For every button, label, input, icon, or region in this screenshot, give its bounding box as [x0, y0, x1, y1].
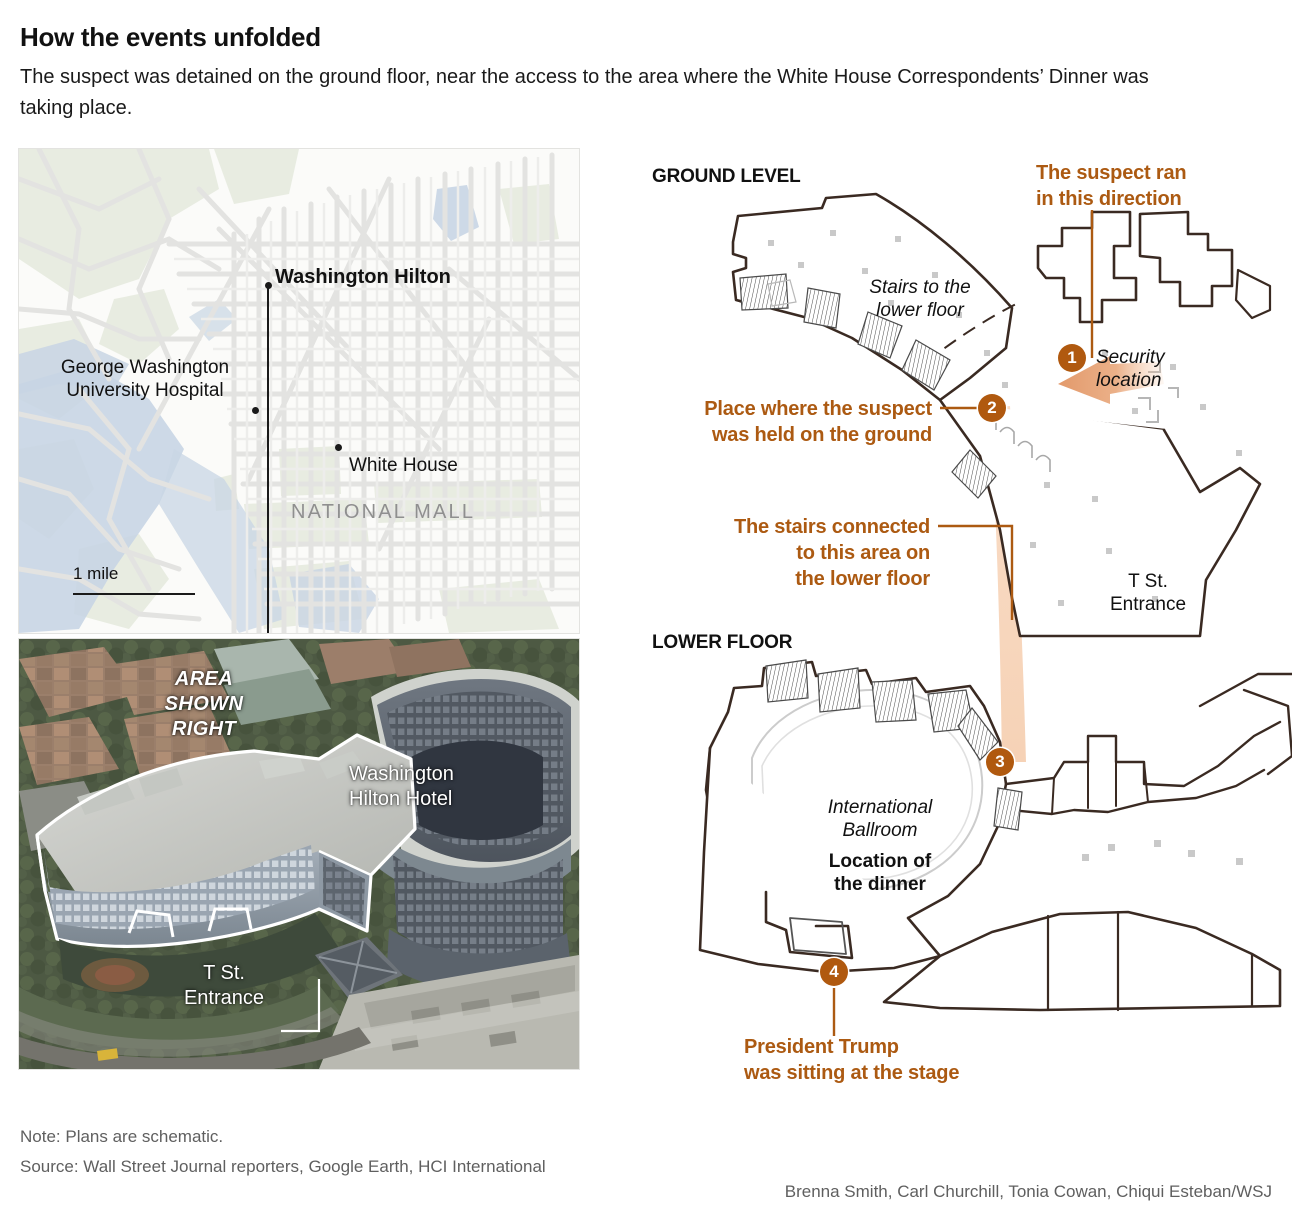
aerial-photo-graphic	[19, 639, 579, 1069]
footer-note: Note: Plans are schematic.	[20, 1127, 224, 1146]
marker-4-trump-stage[interactable]: 4	[820, 958, 848, 986]
left-column: Washington Hilton George Washington Univ…	[18, 148, 580, 1070]
callout-suspect-ran-line2: in this direction	[1036, 188, 1182, 210]
plan-label-international-ballroom: International Ballroom	[770, 796, 990, 842]
map-dot-white-house	[335, 444, 342, 451]
footer-notes: Note: Plans are schematic. Source: Wall …	[20, 1122, 546, 1182]
map-dot-washington-hilton	[265, 282, 272, 289]
map-label-gwu-hospital-line1: George Washington	[60, 357, 230, 378]
photo-label-hotel-line1: Washington	[349, 763, 454, 785]
callout-stairs-line2: to this area on	[796, 542, 930, 564]
footer-source: Source: Wall Street Journal reporters, G…	[20, 1157, 546, 1176]
photo-label-tst-line2: Entrance	[183, 987, 265, 1009]
floor-plans-graphic	[698, 192, 1292, 1036]
plan-label-dinner-line1: Location of	[828, 851, 932, 872]
plan-label-tst-line2: Entrance	[1109, 594, 1187, 615]
aerial-photo[interactable]: AREA SHOWN RIGHT Washington Hilton Hotel…	[18, 638, 580, 1070]
photo-label-area-line2: SHOWN	[164, 693, 244, 715]
photo-label-tst-line1: T St.	[203, 962, 245, 984]
photo-label-area-line1: AREA	[174, 668, 234, 690]
map-label-washington-hilton: Washington Hilton	[275, 266, 451, 288]
map-scale-bar	[73, 593, 195, 595]
plan-label-stairs-line1: Stairs to the	[869, 277, 971, 298]
plan-label-stairs-to-lower: Stairs to the lower floor	[840, 276, 1000, 322]
map-scale-label: 1 mile	[73, 564, 119, 583]
page-title: How the events unfolded	[20, 22, 321, 52]
locator-map-graphic	[19, 149, 579, 633]
plan-label-dinner-location: Location of the dinner	[770, 850, 990, 896]
callout-trump-line2: was sitting at the stage	[744, 1062, 960, 1084]
plan-label-tst-line1: T St.	[1128, 571, 1168, 592]
marker-1-security-location[interactable]: 1	[1058, 344, 1086, 372]
marker-2-suspect-held[interactable]: 2	[978, 394, 1006, 422]
callout-suspect-ran: The suspect ran in this direction	[1036, 160, 1187, 212]
plan-label-t-st-entrance: T St. Entrance	[1088, 570, 1208, 616]
right-column: GROUND LEVEL The suspect ran in this dir…	[640, 150, 1292, 1110]
page-subtitle: The suspect was detained on the ground f…	[20, 66, 1149, 119]
plan-label-ballroom-line1: International	[827, 797, 933, 818]
callout-stairs-line3: the lower floor	[795, 568, 930, 590]
plan-label-ballroom-line2: Ballroom	[842, 820, 918, 841]
callout-stairs-connected: The stairs connected to this area on the…	[640, 514, 930, 592]
photo-label-area-line3: RIGHT	[171, 718, 237, 740]
plan-label-security-location: Security location	[1096, 346, 1165, 392]
plan-label-dinner-line2: the dinner	[834, 874, 926, 895]
ground-level-title: GROUND LEVEL	[652, 166, 801, 187]
locator-map[interactable]: Washington Hilton George Washington Univ…	[18, 148, 580, 634]
map-dot-gwu-hospital	[252, 407, 259, 414]
callout-trump-line1: President Trump	[744, 1036, 899, 1058]
callout-president-trump: President Trump was sitting at the stage	[744, 1034, 959, 1086]
plan-label-security-line1: Security	[1096, 347, 1165, 368]
map-label-national-mall: NATIONAL MALL	[291, 501, 476, 523]
map-label-white-house: White House	[349, 455, 458, 476]
plan-label-stairs-line2: lower floor	[876, 300, 964, 321]
footer-credit: Brenna Smith, Carl Churchill, Tonia Cowa…	[784, 1182, 1272, 1201]
lower-floor-title: LOWER FLOOR	[652, 632, 793, 653]
callout-held-line2: was held on the ground	[711, 424, 932, 446]
callout-held-line1: Place where the suspect	[704, 398, 932, 420]
map-label-gwu-hospital-line2: University Hospital	[66, 380, 224, 401]
marker-3-stairs-exit-lower[interactable]: 3	[986, 748, 1014, 776]
callout-stairs-line1: The stairs connected	[733, 516, 930, 538]
callout-suspect-ran-line1: The suspect ran	[1036, 162, 1187, 184]
plan-label-security-line2: location	[1096, 370, 1162, 391]
photo-label-hotel-line2: Hilton Hotel	[349, 788, 453, 810]
callout-held-on-ground: Place where the suspect was held on the …	[640, 396, 932, 448]
